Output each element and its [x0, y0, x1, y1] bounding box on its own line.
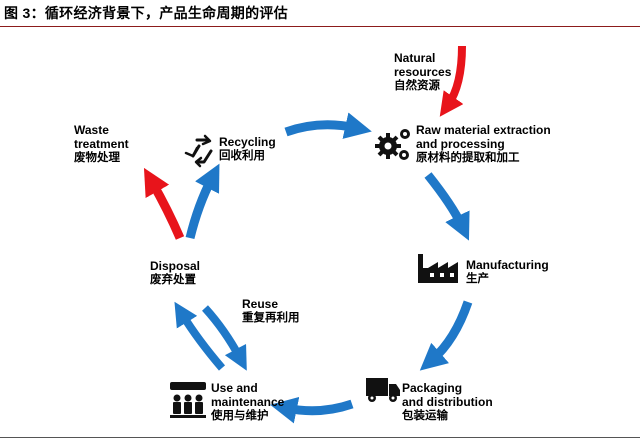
arrow-raw-to-manufacturing	[424, 172, 470, 241]
arrow-natural-to-raw	[439, 45, 466, 117]
gears-icon	[375, 129, 410, 160]
label-waste-treatment: Waste treatment 废物处理	[74, 123, 129, 164]
label-use-maintenance: Use and maintenance 使用与维护	[211, 381, 285, 422]
bottom-rule	[0, 437, 640, 438]
label-manufacturing: Manufacturing 生产	[466, 258, 549, 285]
arrow-reuse-down	[202, 305, 247, 371]
arrow-manufacturing-to-packaging	[419, 300, 473, 371]
figure-title: 图 3：循环经济背景下，产品生命周期的评估	[4, 5, 288, 21]
arrow-disposal-to-recycling	[185, 163, 220, 240]
people-icon	[170, 382, 206, 418]
arrow-packaging-to-use	[270, 396, 354, 424]
arrow-disposal-to-waste	[143, 167, 185, 240]
factory-icon	[418, 254, 458, 283]
title-rule	[0, 26, 640, 27]
recycle-icon	[184, 134, 213, 168]
label-raw-material: Raw material extraction and processing 原…	[416, 123, 551, 164]
arrow-reuse-up	[174, 301, 226, 371]
label-recycling: Recycling 回收利用	[219, 135, 276, 162]
arrow-recycling-to-raw	[284, 112, 372, 139]
truck-icon	[366, 378, 400, 402]
label-reuse: Reuse 重复再利用	[242, 297, 300, 324]
label-natural-resources: Natural resources 自然资源	[394, 51, 452, 92]
label-disposal: Disposal 废弃处置	[150, 259, 201, 286]
label-packaging: Packaging and distribution 包装运输	[402, 381, 493, 422]
